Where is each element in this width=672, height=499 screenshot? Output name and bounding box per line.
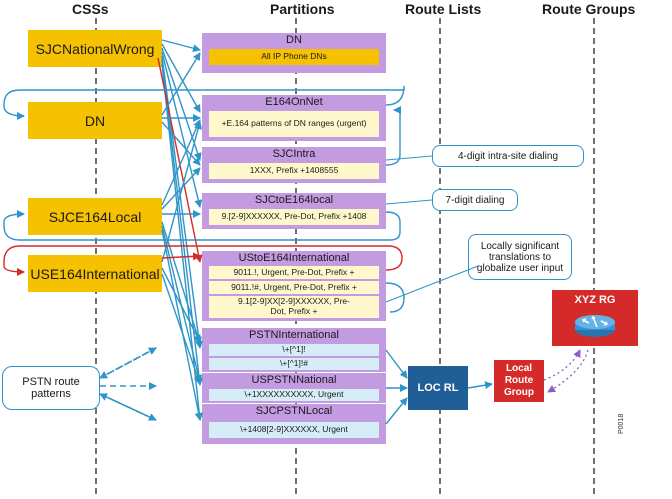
route-group-xyz-rg[interactable]: XYZ RG: [552, 290, 638, 346]
css-use164-international[interactable]: USE164International: [28, 255, 162, 292]
pattern-plus-not1-bang-hash: \+[^1]!#: [209, 358, 379, 370]
callout-7-digit-dialing: 7-digit dialing: [432, 189, 518, 211]
route-group-xyz-rg-label: XYZ RG: [574, 294, 616, 306]
css-sjce164-local-label: SJCE164Local: [48, 208, 142, 225]
header-css: CSSs: [72, 1, 109, 17]
partition-us-to-e164-international-title: UStoE164International: [238, 252, 350, 264]
partition-e164-onnet-title: E164OnNet: [265, 96, 323, 108]
local-route-group[interactable]: Local Route Group: [494, 360, 544, 402]
partition-sjc-pstn-local-title: SJCPSTNLocal: [255, 405, 333, 417]
partition-pstn-international[interactable]: PSTNInternational \+[^1]! \+[^1]!#: [202, 328, 386, 372]
figure-id: P0018: [618, 413, 625, 434]
pattern-9011-bang-hash: 9011.!#, Urgent, Pre-Dot, Prefix +: [209, 281, 379, 294]
callout-locally-significant: Locally significant translations to glob…: [468, 234, 572, 280]
partition-dn-title: DN: [286, 34, 302, 46]
css-sjce164-local[interactable]: SJCE164Local: [28, 198, 162, 235]
pattern-9-1-nanp: 9.1[2-9]XX[2-9]XXXXXX, Pre-Dot, Prefix +: [209, 296, 379, 318]
css-sjc-national-wrong-label: SJCNationalWrong: [35, 40, 155, 57]
pstn-route-patterns[interactable]: PSTN route patterns: [2, 366, 100, 410]
pattern-plus-not1-bang: \+[^1]!: [209, 344, 379, 356]
pattern-1xxx: 1XXX, Prefix +1408555: [209, 163, 379, 179]
pattern-9011-bang: 9011.!, Urgent, Pre-Dot, Prefix +: [209, 266, 379, 279]
route-list-loc-rl-label: LOC RL: [417, 382, 459, 394]
css-dn[interactable]: DN: [28, 102, 162, 139]
partition-pstn-international-title: PSTNInternational: [249, 329, 339, 341]
css-sjc-national-wrong[interactable]: SJCNationalWrong: [28, 30, 162, 67]
pstn-route-patterns-label: PSTN route patterns: [22, 376, 80, 400]
partition-dn[interactable]: DN All IP Phone DNs: [202, 33, 386, 73]
local-route-group-label: Local Route Group: [504, 363, 534, 398]
route-list-loc-rl[interactable]: LOC RL: [408, 366, 468, 410]
partition-us-pstn-national[interactable]: USPSTNNational \+1XXXXXXXXXX, Urgent: [202, 373, 386, 403]
partition-us-to-e164-international[interactable]: UStoE164International 9011.!, Urgent, Pr…: [202, 251, 386, 321]
callout-intra-site-dialing: 4-digit intra-site dialing: [432, 145, 584, 167]
pattern-plus-1408-local: \+1408[2-9]XXXXXX, Urgent: [209, 422, 379, 438]
partition-us-pstn-national-title: USPSTNNational: [251, 374, 337, 386]
pattern-all-ip-phone-dns: All IP Phone DNs: [209, 49, 379, 65]
header-route-groups: Route Groups: [542, 1, 636, 17]
router-icon: [575, 315, 615, 337]
partition-sjc-intra[interactable]: SJCIntra 1XXX, Prefix +1408555: [202, 147, 386, 183]
pattern-e164-dn-ranges: +E.164 patterns of DN ranges (urgent): [209, 111, 379, 137]
pattern-plus-1-nanp: \+1XXXXXXXXXX, Urgent: [209, 389, 379, 401]
partition-sjc-intra-title: SJCIntra: [272, 148, 316, 160]
header-route-lists: Route Lists: [405, 1, 482, 17]
css-use164-international-label: USE164International: [30, 265, 160, 282]
callout-locally-significant-text: Locally significant translations to glob…: [476, 240, 564, 274]
partition-sjc-pstn-local[interactable]: SJCPSTNLocal \+1408[2-9]XXXXXX, Urgent: [202, 404, 386, 444]
callout-intra-site-text: 4-digit intra-site dialing: [457, 150, 559, 162]
partition-sjc-to-e164-local[interactable]: SJCtoE164local 9.[2-9]XXXXXX, Pre-Dot, P…: [202, 193, 386, 229]
header-partitions: Partitions: [270, 1, 335, 17]
pattern-9-2-9-xxxxxx: 9.[2-9]XXXXXX, Pre-Dot, Prefix +1408: [209, 209, 379, 225]
partition-e164-onnet[interactable]: E164OnNet +E.164 patterns of DN ranges (…: [202, 95, 386, 141]
css-dn-label: DN: [84, 112, 106, 129]
callout-7-digit-text: 7-digit dialing: [445, 194, 505, 206]
partition-sjc-to-e164-local-title: SJCtoE164local: [254, 194, 334, 206]
